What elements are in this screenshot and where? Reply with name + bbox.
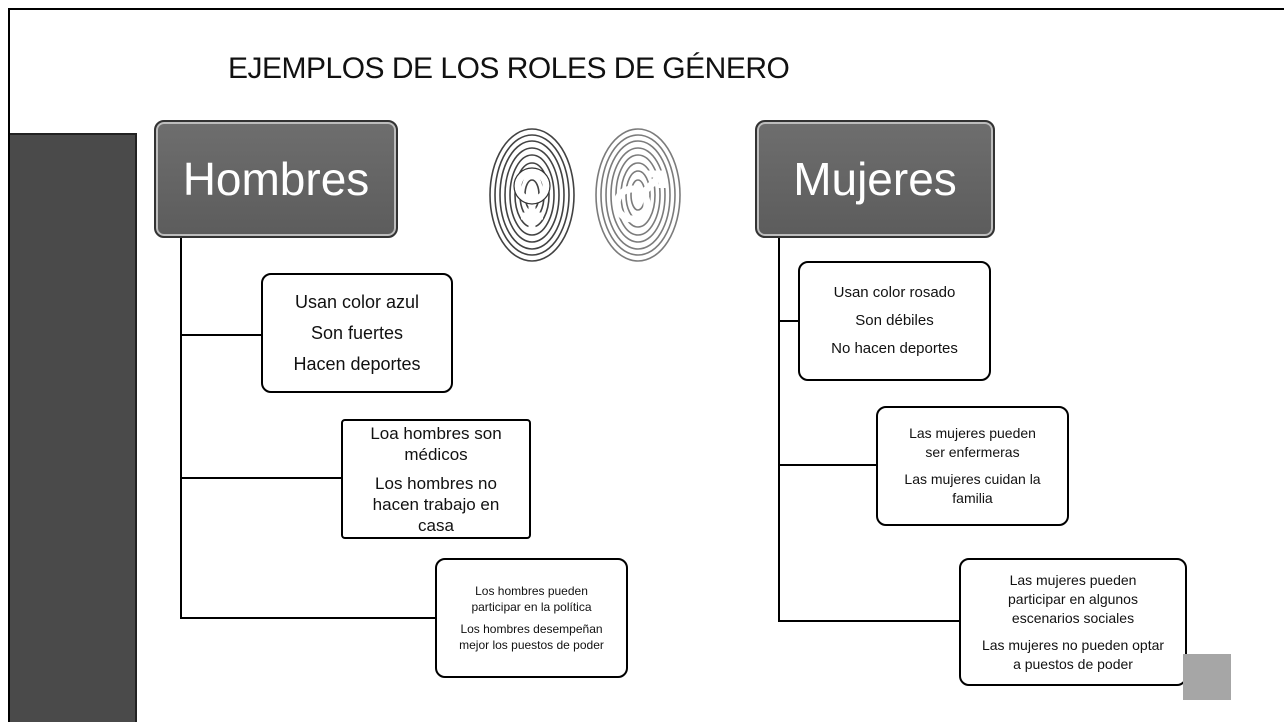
- men-connector-2: [180, 477, 342, 479]
- slide-frame: [8, 8, 1284, 722]
- slide-title: EJEMPLOS DE LOS ROLES DE GÉNERO: [228, 52, 790, 85]
- men-connector-1: [180, 334, 263, 336]
- women-connector-1: [778, 320, 800, 322]
- men-box-1-line-3: Hacen deportes: [293, 353, 421, 374]
- corner-accent-square: [1183, 654, 1231, 700]
- men-box-2: Loa hombres son médicos Los hombres no h…: [341, 419, 531, 539]
- female-fingerprint-icon: [489, 128, 575, 262]
- women-box-1-line-2: Son débiles: [855, 312, 934, 329]
- men-box-3-line-2: Los hombres desempeñan mejor los puestos…: [459, 622, 604, 652]
- male-fingerprint-icon: [595, 128, 681, 262]
- men-connector-vertical: [180, 238, 182, 618]
- women-box-2-line-2: Las mujeres cuidan la familia: [904, 471, 1041, 506]
- women-connector-vertical: [778, 238, 780, 622]
- women-box-1: Usan color rosado Son débiles No hacen d…: [798, 261, 991, 381]
- men-box-3: Los hombres pueden participar en la polí…: [435, 558, 628, 678]
- women-connector-2: [778, 464, 878, 466]
- women-box-2-line-1: Las mujeres pueden ser enfermeras: [909, 425, 1036, 460]
- men-box-1-line-1: Usan color azul: [294, 291, 420, 312]
- men-box-2-line-1: Loa hombres son médicos: [370, 423, 502, 464]
- men-box-3-line-1: Los hombres pueden participar en la polí…: [471, 584, 592, 614]
- men-box-2-line-2: Los hombres no hacen trabajo en casa: [372, 473, 500, 535]
- women-box-3: Las mujeres pueden participar en algunos…: [959, 558, 1187, 686]
- women-box-3-line-1: Las mujeres pueden participar en algunos…: [1008, 571, 1138, 626]
- men-connector-3: [180, 617, 436, 619]
- women-heading: Mujeres: [755, 120, 995, 238]
- women-box-1-line-1: Usan color rosado: [833, 284, 956, 301]
- women-box-3-line-2: Las mujeres no pueden optar a puestos de…: [981, 636, 1165, 672]
- men-box-1: Usan color azul Son fuertes Hacen deport…: [261, 273, 453, 393]
- men-box-1-line-2: Son fuertes: [310, 322, 404, 343]
- men-heading: Hombres: [154, 120, 398, 238]
- women-box-1-line-3: No hacen deportes: [831, 340, 958, 357]
- women-box-2: Las mujeres pueden ser enfermeras Las mu…: [876, 406, 1069, 526]
- sidebar-panel: [10, 133, 137, 722]
- women-connector-3: [778, 620, 960, 622]
